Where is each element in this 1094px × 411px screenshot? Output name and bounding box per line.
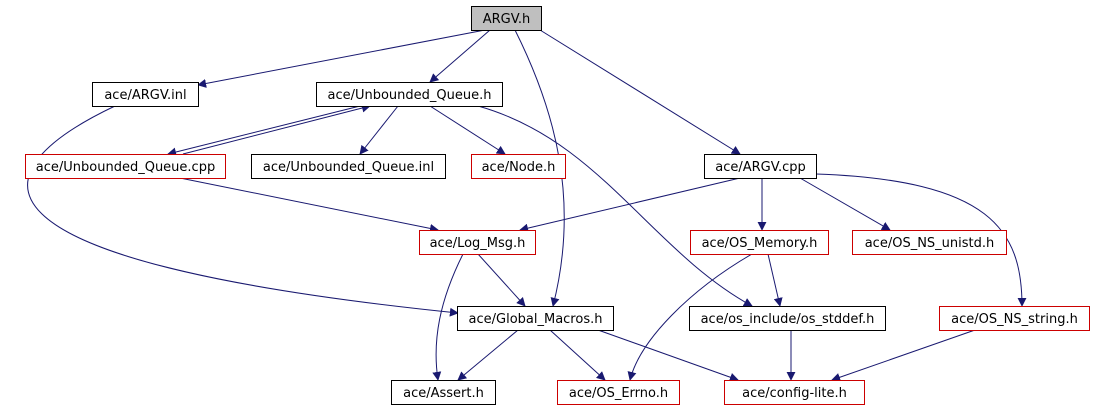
node-box	[471, 154, 566, 179]
edge-log-msg-h-to-assert-h	[432, 253, 464, 381]
node-label: ace/ARGV.inl	[104, 88, 186, 103]
node-os-errno-h[interactable]: ace/OS_Errno.h	[557, 380, 680, 405]
node-log-msg-h[interactable]: ace/Log_Msg.h	[419, 230, 536, 255]
node-global-macros-h[interactable]: ace/Global_Macros.h	[457, 306, 614, 331]
node-label: ace/Node.h	[482, 160, 556, 175]
edge-os-memory-h-to-os-errno-h	[627, 253, 753, 381]
node-box	[457, 306, 614, 331]
edge-unbounded-queue-cpp-to-unbounded-queue-h	[182, 103, 371, 155]
node-os-memory-h[interactable]: ace/OS_Memory.h	[690, 230, 829, 255]
node-label: ace/Unbounded_Queue.h	[327, 88, 491, 103]
edge-argv-cpp-to-log-msg-h	[519, 177, 741, 233]
node-label: ace/ARGV.cpp	[715, 160, 806, 175]
node-box	[690, 230, 829, 255]
node-unbounded-queue-h[interactable]: ace/Unbounded_Queue.h	[316, 82, 503, 107]
node-box	[25, 154, 226, 179]
node-label: ace/Unbounded_Queue.cpp	[36, 160, 215, 175]
edge-argv-inl-to-global-macros-h	[27, 105, 459, 317]
node-box	[939, 306, 1090, 331]
node-label: ace/OS_NS_unistd.h	[865, 236, 995, 251]
edge-global-macros-h-to-config-lite-h	[597, 329, 739, 382]
node-assert-h[interactable]: ace/Assert.h	[391, 380, 496, 405]
edge-unbounded-queue-cpp-to-log-msg-h	[179, 177, 439, 233]
node-os-ns-unistd-h[interactable]: ace/OS_NS_unistd.h	[852, 230, 1007, 255]
edge-os-ns-string-h-to-config-lite-h	[831, 329, 976, 382]
node-argv-inl[interactable]: ace/ARGV.inl	[92, 82, 199, 107]
node-label: ARGV.h	[483, 12, 531, 27]
node-box	[419, 230, 536, 255]
node-node-h[interactable]: ace/Node.h	[471, 154, 566, 179]
node-label: ace/OS_Errno.h	[569, 386, 668, 401]
edge-argv-cpp-to-os-ns-string-h	[815, 173, 1027, 307]
node-box	[316, 82, 503, 107]
edge-global-macros-h-to-os-errno-h	[549, 329, 606, 381]
node-label: ace/os_include/os_stddef.h	[701, 312, 875, 327]
node-label: ace/Log_Msg.h	[430, 236, 526, 251]
edge-argv-h-to-argv-cpp	[539, 29, 741, 155]
node-argv-cpp[interactable]: ace/ARGV.cpp	[704, 154, 817, 179]
node-argv-h[interactable]: ARGV.h	[471, 6, 542, 31]
edge-argv-cpp-to-os-ns-unistd-h	[799, 177, 891, 231]
node-label: ace/config-lite.h	[742, 386, 847, 401]
edge-unbounded-queue-h-to-os-stddef-h	[477, 105, 753, 307]
node-unbounded-queue-cpp[interactable]: ace/Unbounded_Queue.cpp	[25, 154, 226, 179]
node-box	[471, 6, 542, 31]
edge-argv-h-to-argv-inl	[197, 29, 486, 88]
node-unbounded-queue-inl[interactable]: ace/Unbounded_Queue.inl	[251, 154, 446, 179]
node-box	[724, 380, 865, 405]
node-box	[251, 154, 446, 179]
node-box	[92, 82, 199, 107]
nodes-layer: ARGV.h ace/ARGV.inl ace/Unbounded_Queue.ha…	[25, 6, 1090, 405]
edge-unbounded-queue-h-to-unbounded-queue-cpp	[167, 105, 361, 157]
edge-log-msg-h-to-global-macros-h	[477, 253, 526, 307]
node-box	[852, 230, 1007, 255]
node-label: ace/Unbounded_Queue.inl	[263, 160, 434, 175]
node-os-ns-string-h[interactable]: ace/OS_NS_string.h	[939, 306, 1090, 331]
node-config-lite-h[interactable]: ace/config-lite.h	[724, 380, 865, 405]
node-label: ace/Assert.h	[403, 386, 484, 401]
node-box	[391, 380, 496, 405]
edge-global-macros-h-to-assert-h	[457, 329, 519, 381]
edges-layer	[27, 29, 1027, 382]
node-box	[704, 154, 817, 179]
node-label: ace/Global_Macros.h	[469, 312, 603, 327]
edge-unbounded-queue-h-to-unbounded-queue-inl	[359, 105, 399, 155]
edge-unbounded-queue-h-to-node-h	[429, 105, 506, 155]
edge-os-memory-h-to-os-stddef-h	[767, 253, 783, 307]
node-label: ace/OS_NS_string.h	[951, 312, 1078, 327]
node-box	[557, 380, 680, 405]
node-os-stddef-h[interactable]: ace/os_include/os_stddef.h	[689, 306, 886, 331]
edge-argv-h-to-unbounded-queue-h	[429, 29, 491, 83]
node-label: ace/OS_Memory.h	[702, 236, 818, 251]
node-box	[689, 306, 886, 331]
